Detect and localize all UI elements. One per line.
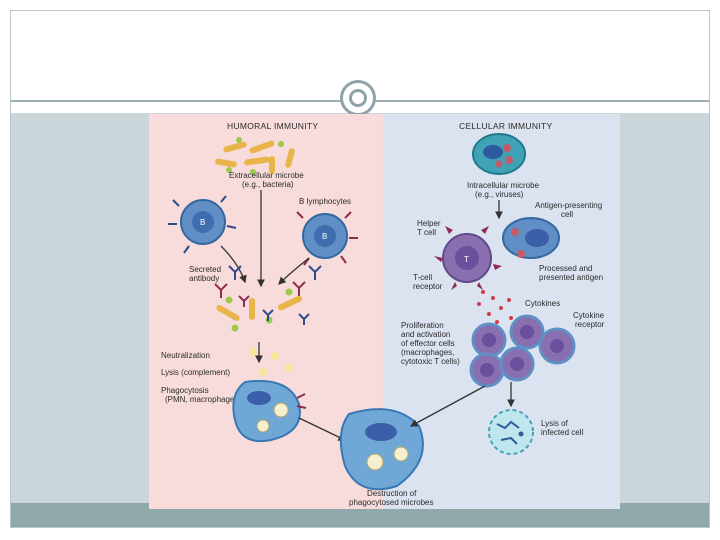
tcr-label-2: receptor xyxy=(413,282,443,291)
neutralization-label: Neutralization xyxy=(161,351,210,360)
macrophage-icon xyxy=(339,408,424,491)
coated-microbes-icon xyxy=(216,288,310,332)
tcr-label: T-cell xyxy=(413,273,432,282)
lysis-complement-label: Lysis (complement) xyxy=(161,368,230,377)
lysis-infected-label: Lysis of xyxy=(541,419,569,428)
immunity-figure: HUMORAL IMMUNITY CELLULAR IMMUNITY Extra… xyxy=(149,114,620,509)
b-cell-right-icon xyxy=(296,211,358,266)
helper-t-label: Helper xyxy=(417,219,441,228)
proliferation-label-2: and activation xyxy=(401,330,450,339)
cytokine-receptor-label-2: receptor xyxy=(575,320,605,329)
extracellular-microbe-label: Extracellular microbe xyxy=(229,171,304,180)
cytokines-label: Cytokines xyxy=(525,299,560,308)
lysed-cell-icon xyxy=(488,409,534,455)
proliferation-label-4: (macrophages, xyxy=(401,348,454,357)
destruction-label: Destruction of xyxy=(367,489,417,498)
cytokine-receptor-label: Cytokine xyxy=(573,311,605,320)
proliferation-label-5: cytotoxic T cells) xyxy=(401,357,460,366)
destruction-label-2: phagocytosed microbes xyxy=(349,498,434,507)
b-lymphocytes-label: B lymphocytes xyxy=(299,197,351,206)
intracellular-microbe-example: (e.g., viruses) xyxy=(475,190,524,199)
apc-label-2: cell xyxy=(561,210,573,219)
proliferation-label: Proliferation xyxy=(401,321,444,330)
b-cell-left-letter: B xyxy=(200,218,205,227)
cytokine-dots-icon xyxy=(477,290,513,328)
lysis-infected-label-2: infected cell xyxy=(541,428,583,437)
humoral-header: HUMORAL IMMUNITY xyxy=(227,121,318,131)
processed-antigen-label: Processed and xyxy=(539,264,592,273)
intracellular-microbe-label: Intracellular microbe xyxy=(467,181,540,190)
effector-cells-icon xyxy=(469,314,576,388)
phagocytosis-label-2: (PMN, macrophage) xyxy=(165,395,237,404)
phagocyte-icon xyxy=(232,380,307,442)
secreted-antibody-label: Secreted xyxy=(189,265,221,274)
proliferation-label-3: of effector cells xyxy=(401,339,455,348)
antibody-icons xyxy=(214,265,322,298)
apc-icon xyxy=(502,217,560,259)
processed-antigen-label-2: presented antigen xyxy=(539,273,603,282)
immunity-diagram: HUMORAL IMMUNITY CELLULAR IMMUNITY Extra… xyxy=(149,114,620,509)
b-cell-right-letter: B xyxy=(322,232,327,241)
extracellular-microbe-example: (e.g., bacteria) xyxy=(242,180,294,189)
helper-t-label-2: T cell xyxy=(417,228,436,237)
slide-frame xyxy=(10,10,710,528)
b-cell-left-icon xyxy=(168,195,237,254)
apc-label: Antigen-presenting xyxy=(535,201,602,210)
phagocytosis-label: Phagocytosis xyxy=(161,386,209,395)
neutralized-particles-icon xyxy=(249,348,293,376)
t-cell-letter: T xyxy=(464,255,469,264)
secreted-antibody-label-2: antibody xyxy=(189,274,219,283)
helper-t-cell-icon xyxy=(434,226,502,290)
cellular-header: CELLULAR IMMUNITY xyxy=(459,121,552,131)
bacteria-icon xyxy=(215,137,295,175)
infected-cell-icon xyxy=(472,133,526,175)
divider-ring-inner xyxy=(349,89,367,107)
divider-ring-icon xyxy=(340,80,376,116)
